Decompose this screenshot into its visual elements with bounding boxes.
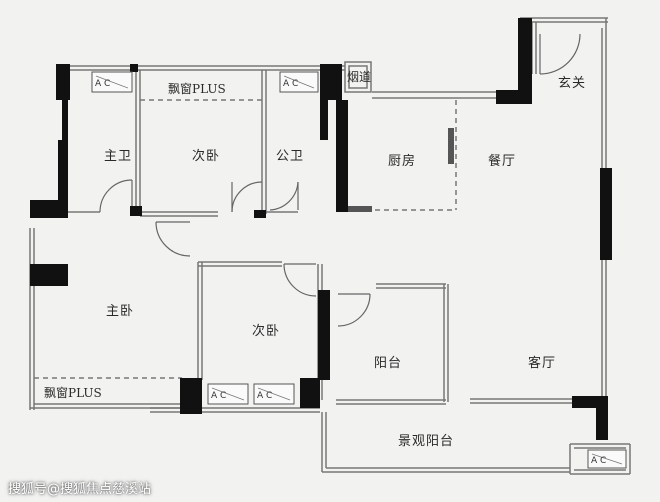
flue-label: 烟道: [347, 70, 372, 84]
ac-unit-1-label: A C: [95, 79, 110, 89]
ac-diagonals: [95, 75, 623, 465]
room-landscape-balcony-label: 景观阳台: [398, 434, 455, 449]
room-bedroom-top-label: 次卧: [192, 149, 221, 164]
structural-walls: [30, 18, 612, 440]
watermark: 搜狐号@搜狐焦点慈溪站: [8, 482, 152, 497]
thin-walls: [29, 17, 631, 475]
room-public-bath-label: 公卫: [276, 149, 305, 164]
room-master-bedroom-label: 主卧: [106, 304, 135, 319]
ac-unit-4-label: A C: [257, 391, 272, 401]
ac-unit-3-label: A C: [211, 391, 226, 401]
room-balcony-label: 阳台: [374, 356, 403, 371]
room-bedroom-bottom-label: 次卧: [252, 324, 281, 339]
room-master-bath-label: 主卫: [104, 149, 133, 164]
ac-unit-2-label: A C: [283, 79, 298, 89]
room-entrance-label: 玄关: [558, 76, 587, 91]
bay-window-top-label: 飘窗PLUS: [168, 82, 226, 96]
bay-window-bottom-label: 飘窗PLUS: [44, 386, 102, 400]
room-dining-label: 餐厅: [488, 154, 517, 169]
room-kitchen-label: 厨房: [388, 154, 417, 169]
room-living-label: 客厅: [528, 356, 557, 371]
door-swings: [99, 33, 581, 327]
ac-unit-5-label: A C: [591, 456, 606, 466]
